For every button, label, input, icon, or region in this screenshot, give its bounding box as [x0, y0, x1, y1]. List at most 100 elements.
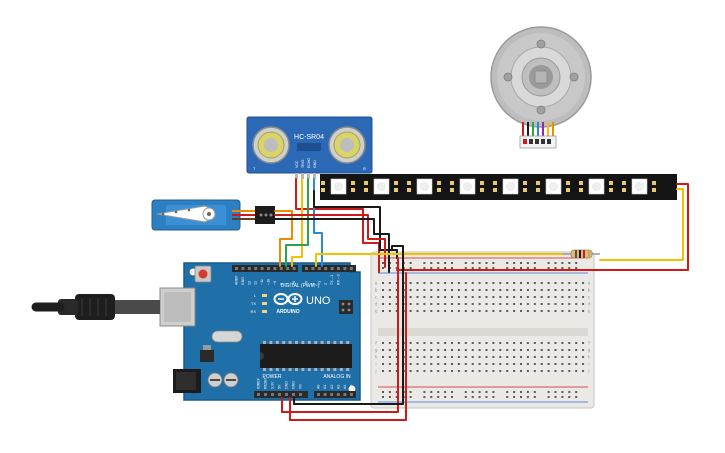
breadboard-hole[interactable] — [575, 303, 578, 305]
header-pin-hole[interactable] — [286, 267, 290, 270]
breadboard-hole[interactable] — [520, 356, 522, 358]
rail-hole[interactable] — [430, 396, 433, 398]
breadboard-hole[interactable] — [568, 363, 571, 365]
rail-hole[interactable] — [423, 396, 426, 398]
rail-hole[interactable] — [409, 262, 412, 264]
rail-hole[interactable] — [547, 391, 550, 393]
rail-hole[interactable] — [382, 396, 384, 398]
breadboard-hole[interactable] — [582, 356, 585, 358]
breadboard-hole[interactable] — [437, 356, 440, 358]
breadboard-hole[interactable] — [382, 349, 384, 351]
breadboard-hole[interactable] — [409, 289, 412, 291]
breadboard-hole[interactable] — [526, 303, 529, 305]
breadboard-hole[interactable] — [547, 370, 550, 372]
rail-hole[interactable] — [526, 396, 529, 398]
breadboard-hole[interactable] — [499, 310, 502, 312]
breadboard-hole[interactable] — [499, 363, 502, 365]
breadboard-hole[interactable] — [582, 310, 585, 312]
rail-hole[interactable] — [492, 396, 495, 398]
breadboard-hole[interactable] — [540, 282, 543, 284]
breadboard-hole[interactable] — [575, 370, 578, 372]
breadboard-hole[interactable] — [540, 363, 543, 365]
breadboard-hole[interactable] — [430, 349, 433, 351]
breadboard-hole[interactable] — [540, 310, 543, 312]
header-pin-hole[interactable] — [257, 393, 260, 396]
rail-hole[interactable] — [568, 267, 571, 269]
breadboard-hole[interactable] — [554, 310, 557, 312]
rail-hole[interactable] — [395, 267, 398, 269]
header-pin-hole[interactable] — [271, 393, 274, 396]
breadboard-hole[interactable] — [423, 303, 426, 305]
rail-hole[interactable] — [568, 262, 571, 264]
rail-hole[interactable] — [437, 391, 440, 393]
breadboard-hole[interactable] — [582, 282, 585, 284]
breadboard-hole[interactable] — [547, 303, 550, 305]
breadboard-hole[interactable] — [430, 310, 433, 312]
header-pin-hole[interactable] — [285, 393, 288, 396]
rail-hole[interactable] — [395, 262, 398, 264]
breadboard-hole[interactable] — [499, 349, 502, 351]
rail-hole[interactable] — [444, 262, 447, 264]
breadboard-hole[interactable] — [430, 363, 433, 365]
breadboard-hole[interactable] — [485, 370, 488, 372]
header-pin-hole[interactable] — [292, 393, 295, 396]
breadboard-hole[interactable] — [451, 356, 453, 358]
rail-hole[interactable] — [554, 396, 557, 398]
breadboard-hole[interactable] — [388, 310, 391, 312]
breadboard-hole[interactable] — [526, 363, 529, 365]
breadboard-hole[interactable] — [388, 303, 391, 305]
rail-hole[interactable] — [464, 396, 467, 398]
breadboard-hole[interactable] — [444, 296, 447, 298]
breadboard-hole[interactable] — [395, 370, 398, 372]
breadboard-hole[interactable] — [547, 356, 550, 358]
breadboard-hole[interactable] — [471, 349, 474, 351]
breadboard-hole[interactable] — [478, 289, 481, 291]
rail-hole[interactable] — [547, 262, 550, 264]
breadboard-hole[interactable] — [409, 296, 412, 298]
rail-hole[interactable] — [492, 267, 495, 269]
rail-hole[interactable] — [575, 267, 578, 269]
breadboard-hole[interactable] — [444, 282, 447, 284]
rail-hole[interactable] — [561, 391, 564, 393]
rail-hole[interactable] — [568, 391, 571, 393]
breadboard-hole[interactable] — [582, 296, 585, 298]
breadboard-hole[interactable] — [430, 356, 433, 358]
breadboard-hole[interactable] — [499, 296, 502, 298]
breadboard-hole[interactable] — [520, 296, 522, 298]
breadboard-hole[interactable] — [540, 296, 543, 298]
breadboard-hole[interactable] — [554, 363, 557, 365]
breadboard-hole[interactable] — [409, 349, 412, 351]
breadboard-hole[interactable] — [533, 349, 536, 351]
breadboard-hole[interactable] — [395, 349, 398, 351]
breadboard-hole[interactable] — [499, 356, 502, 358]
breadboard-hole[interactable] — [492, 289, 495, 291]
breadboard-hole[interactable] — [485, 310, 488, 312]
breadboard-hole[interactable] — [478, 282, 481, 284]
rail-hole[interactable] — [409, 267, 412, 269]
rail-hole[interactable] — [547, 396, 550, 398]
breadboard-hole[interactable] — [471, 296, 474, 298]
rail-hole[interactable] — [506, 262, 509, 264]
breadboard-hole[interactable] — [451, 363, 453, 365]
rail-hole[interactable] — [561, 396, 564, 398]
breadboard-hole[interactable] — [471, 342, 474, 344]
breadboard-hole[interactable] — [457, 370, 460, 372]
header-pin-hole[interactable] — [317, 393, 320, 396]
rail-hole[interactable] — [520, 262, 522, 264]
breadboard-hole[interactable] — [499, 342, 502, 344]
rail-hole[interactable] — [471, 267, 474, 269]
header-pin-hole[interactable] — [299, 393, 302, 396]
breadboard-hole[interactable] — [451, 349, 453, 351]
breadboard-hole[interactable] — [506, 363, 509, 365]
breadboard-hole[interactable] — [395, 303, 398, 305]
rail-hole[interactable] — [513, 262, 516, 264]
breadboard-hole[interactable] — [492, 282, 495, 284]
breadboard-hole[interactable] — [478, 303, 481, 305]
rail-hole[interactable] — [451, 396, 453, 398]
header-pin-hole[interactable] — [311, 267, 315, 270]
breadboard-hole[interactable] — [416, 370, 419, 372]
breadboard-hole[interactable] — [388, 370, 391, 372]
header-pin-hole[interactable] — [330, 393, 334, 396]
header-pin-hole[interactable] — [279, 267, 283, 270]
breadboard-hole[interactable] — [540, 370, 543, 372]
